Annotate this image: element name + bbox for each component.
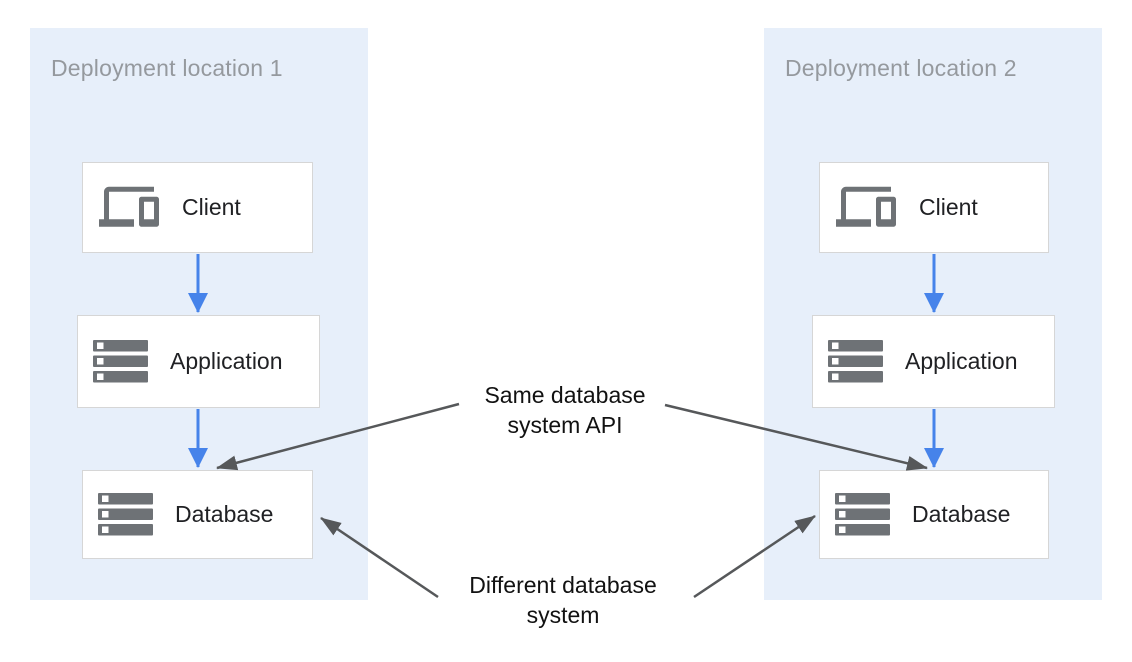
node-label: Client — [182, 194, 241, 220]
node-database-2: Database — [819, 470, 1049, 559]
node-application-1: Application — [77, 315, 320, 408]
node-application-2: Application — [812, 315, 1055, 408]
annotation-line: system API — [507, 412, 623, 438]
server-stack-icon — [828, 340, 883, 383]
server-stack-icon — [93, 340, 148, 383]
node-label: Application — [905, 348, 1018, 374]
annotation-line: system — [526, 602, 600, 628]
annotation-line: Same database — [484, 382, 646, 408]
node-label: Database — [175, 501, 274, 527]
server-stack-icon — [98, 493, 153, 536]
devices-icon — [98, 183, 160, 233]
node-label: Client — [919, 194, 978, 220]
annotation-different-database-system: Different database system — [461, 570, 665, 630]
annotation-line: Different database — [469, 572, 657, 598]
node-client-2: Client — [819, 162, 1049, 253]
deployment-title-2: Deployment location 2 — [785, 55, 1017, 81]
devices-icon — [835, 183, 897, 233]
node-label: Database — [912, 501, 1011, 527]
node-label: Application — [170, 348, 283, 374]
server-stack-icon — [835, 493, 890, 536]
node-client-1: Client — [82, 162, 313, 253]
node-database-1: Database — [82, 470, 313, 559]
annotation-same-database-api: Same database system API — [463, 380, 667, 440]
deployment-title-1: Deployment location 1 — [51, 55, 283, 81]
